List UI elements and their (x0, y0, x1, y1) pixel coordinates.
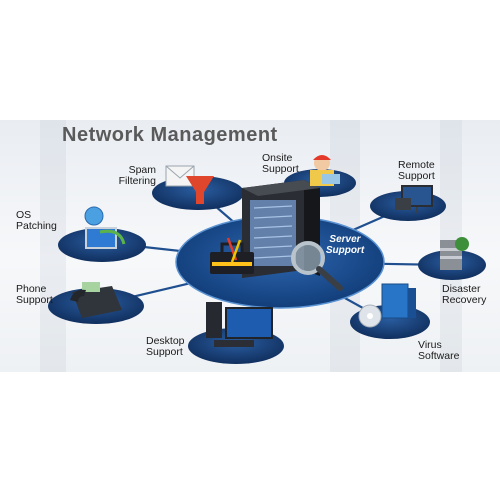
label-line: Support (262, 163, 299, 175)
os-monitor-icon (84, 206, 126, 249)
desktop-computer-icon (206, 302, 273, 347)
label-line: Phone (16, 283, 47, 295)
hub-label: Server Support (318, 234, 372, 256)
label-line: Remote (398, 159, 435, 171)
label-line: Software (418, 350, 460, 362)
label-remote-support: Remote Support (398, 160, 435, 182)
remote-monitor-icon (395, 185, 433, 213)
label-onsite-support: Onsite Support (262, 153, 299, 175)
label-line: OS (16, 209, 32, 221)
label-disaster-recovery: Disaster Recovery (442, 284, 486, 306)
label-line: Support (16, 294, 53, 306)
backup-server-icon (440, 237, 469, 270)
label-line: Filtering (118, 175, 156, 187)
antivirus-box-icon (358, 283, 416, 328)
server-tower-icon (242, 180, 320, 278)
toolbox-icon (210, 237, 254, 274)
technician-icon (310, 155, 340, 186)
label-desktop-support: Desktop Support (146, 336, 185, 358)
hub-label-line1: Server (329, 234, 361, 245)
label-line: Onsite (262, 152, 293, 164)
label-line: Support (146, 346, 183, 358)
funnel-envelope-icon (165, 165, 214, 204)
label-line: Recovery (442, 294, 487, 306)
label-spam-filtering: Spam Filtering (110, 165, 156, 187)
label-phone-support: Phone Support (16, 284, 53, 306)
label-line: Patching (16, 220, 57, 232)
label-line: Desktop (146, 335, 185, 347)
diagram-title: Network Management (62, 124, 278, 146)
label-line: Spam (128, 164, 156, 176)
magnifier-icon (291, 241, 343, 291)
label-os-patching: OS Patching (16, 210, 57, 232)
label-line: Disaster (442, 283, 481, 295)
label-line: Support (398, 170, 435, 182)
label-virus-software: Virus Software (418, 340, 459, 362)
phone-icon (70, 282, 122, 318)
hub-label-line2: Support (325, 245, 365, 256)
label-line: Virus (418, 339, 442, 351)
